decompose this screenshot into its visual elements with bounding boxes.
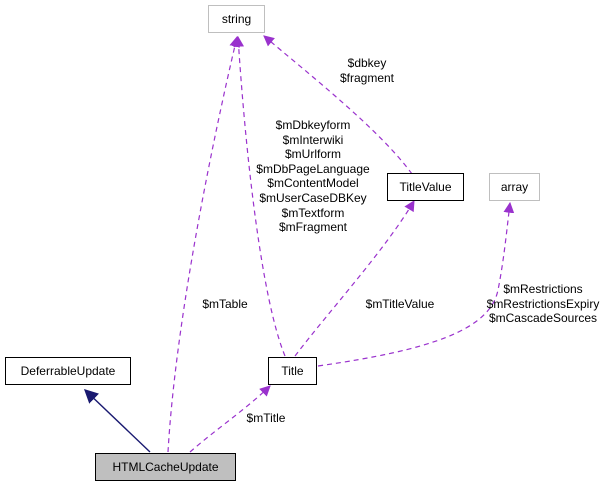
- label-dbkey: $dbkey: [347, 56, 387, 70]
- label-member: $mDbkeyform: [275, 118, 351, 132]
- label-member: $mUserCaseDBKey: [259, 190, 367, 205]
- node-title[interactable]: Title: [268, 357, 317, 385]
- label-title-string-members: $mDbkeyform $mInterwiki $mUrlform $mDbPa…: [246, 118, 380, 235]
- edge-titlevalue-string: [263, 35, 413, 175]
- label-restriction: $mCascadeSources: [488, 311, 598, 326]
- label-mtitlevalue-text: $mTitleValue: [365, 297, 435, 311]
- label-member: $mUrlform: [285, 147, 341, 162]
- label-dbkey-fragment: $dbkey $fragment: [322, 56, 412, 85]
- node-array[interactable]: array: [489, 173, 540, 201]
- label-mtable: $mTable: [190, 297, 260, 312]
- label-fragment: $fragment: [339, 70, 395, 85]
- edge-restrictions: [317, 201, 515, 367]
- label-mtitlevalue: $mTitleValue: [352, 297, 448, 312]
- node-html-cache-update[interactable]: HTMLCacheUpdate: [95, 453, 236, 481]
- edge-mtable: [167, 35, 241, 453]
- edge-mtitlevalue: [294, 200, 415, 357]
- node-string[interactable]: string: [208, 5, 265, 33]
- edge-title-string: [233, 35, 286, 357]
- label-member: $mInterwiki: [282, 132, 344, 147]
- label-member: $mFragment: [278, 220, 348, 235]
- label-mtable-text: $mTable: [202, 297, 248, 311]
- node-deferrable-update[interactable]: DeferrableUpdate: [5, 357, 131, 385]
- label-member: $mContentModel: [267, 176, 359, 191]
- inheritance-edge: [83, 389, 151, 453]
- label-member: $mDbPageLanguage: [256, 161, 370, 176]
- label-member: $mTextform: [281, 205, 345, 220]
- label-restriction: $mRestrictionsExpiry: [486, 296, 600, 311]
- node-title-value[interactable]: TitleValue: [387, 173, 464, 201]
- label-mtitle: $mTitle: [236, 411, 296, 426]
- label-mtitle-text: $mTitle: [246, 411, 286, 425]
- label-restrictions: $mRestrictions $mRestrictionsExpiry $mCa…: [476, 282, 610, 326]
- edge-mtitle: [189, 385, 271, 453]
- label-restriction: $mRestrictions: [503, 282, 583, 296]
